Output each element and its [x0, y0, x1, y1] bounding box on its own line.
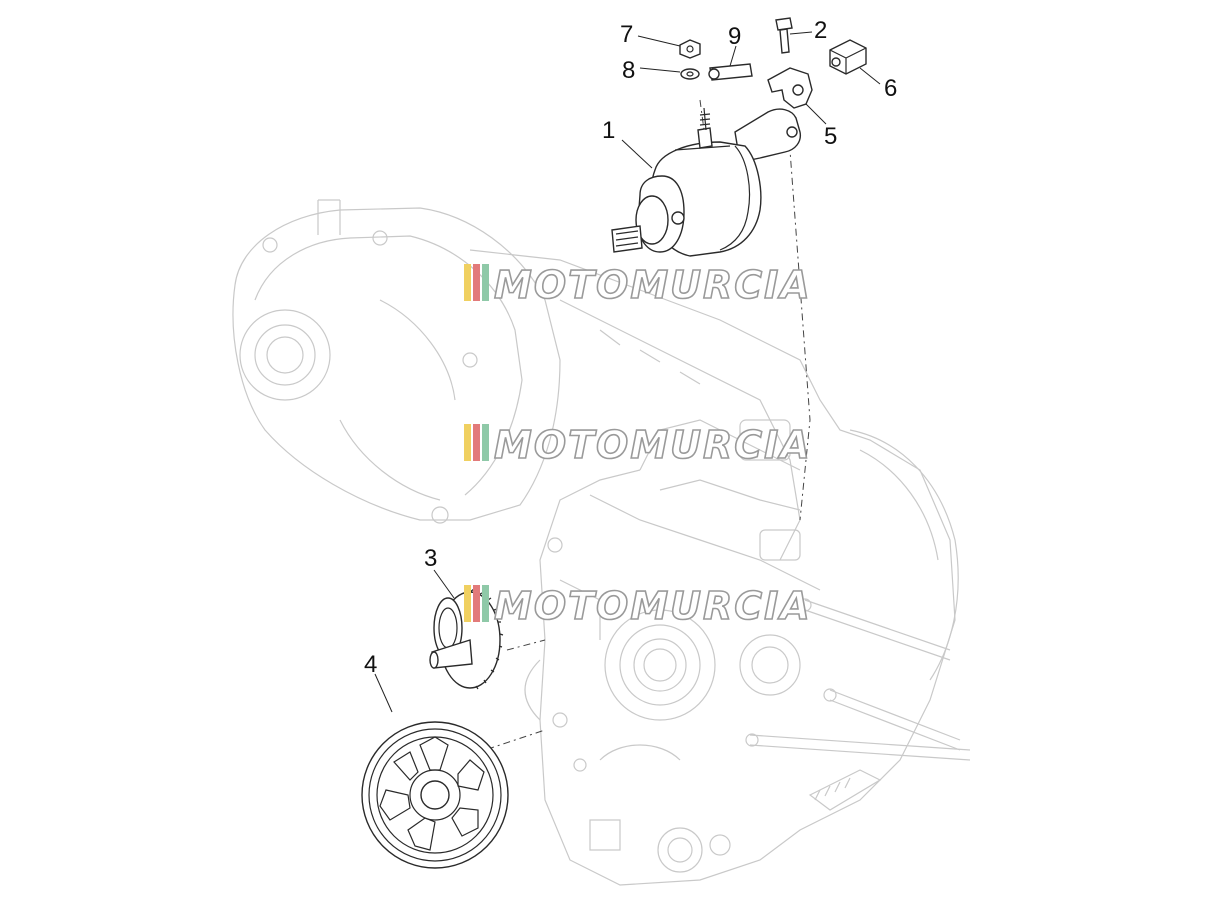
cable-terminal [708, 63, 753, 81]
callout-7: 7 [620, 21, 633, 48]
callout-8: 8 [622, 57, 635, 84]
bracket [767, 67, 813, 109]
watermark-1: MOTOMURCIA [464, 262, 812, 308]
starter-motor [611, 107, 802, 257]
callout-5: 5 [824, 123, 837, 150]
watermark-text: MOTOMURCIA [494, 584, 812, 628]
watermark-text: MOTOMURCIA [494, 263, 812, 307]
starter-gear-wheel [361, 721, 509, 869]
alignment-lines [454, 99, 811, 761]
watermark-stripe-green [482, 424, 489, 461]
callout-3: 3 [424, 545, 437, 572]
watermark-stripe-green [482, 585, 489, 622]
watermark-stripe-red [473, 424, 480, 461]
watermark-stripe-yellow [464, 264, 471, 301]
callout-2: 2 [814, 17, 827, 44]
watermark-2: MOTOMURCIA [464, 422, 812, 468]
bolt [775, 17, 793, 54]
callout-leaders [374, 31, 881, 713]
terminal-cap [829, 39, 867, 75]
nut [679, 39, 701, 59]
callout-9: 9 [728, 23, 741, 50]
callout-1: 1 [602, 117, 615, 144]
washer [680, 68, 700, 80]
watermark-3: MOTOMURCIA [464, 583, 812, 629]
watermark-stripe-red [473, 264, 480, 301]
callout-4: 4 [364, 651, 377, 678]
watermark-stripe-green [482, 264, 489, 301]
watermark-stripe-yellow [464, 585, 471, 622]
engine-crankcase [232, 199, 971, 886]
watermark-stripe-yellow [464, 424, 471, 461]
callout-6: 6 [884, 75, 897, 102]
watermark-text: MOTOMURCIA [494, 423, 812, 467]
callout-labels: 1 2 3 4 5 6 7 8 9 [364, 17, 897, 678]
watermark-stripe-red [473, 585, 480, 622]
